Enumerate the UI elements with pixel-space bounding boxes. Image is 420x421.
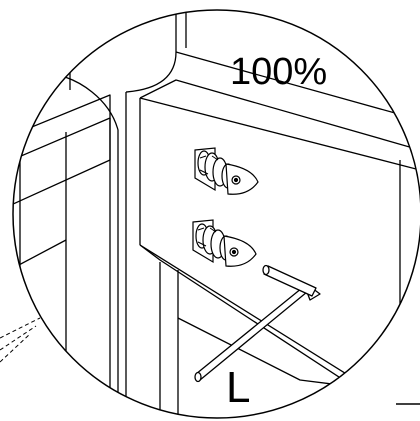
cam-lock-fitting-upper <box>194 147 259 195</box>
leader-lines <box>0 317 41 363</box>
side-panel-rails <box>13 94 111 418</box>
allen-key-icon <box>194 264 321 383</box>
tool-label: L <box>226 363 250 412</box>
detail-circle <box>12 9 420 419</box>
scale-label: 100% <box>230 51 327 93</box>
cam-lock-fitting-lower <box>192 219 257 267</box>
